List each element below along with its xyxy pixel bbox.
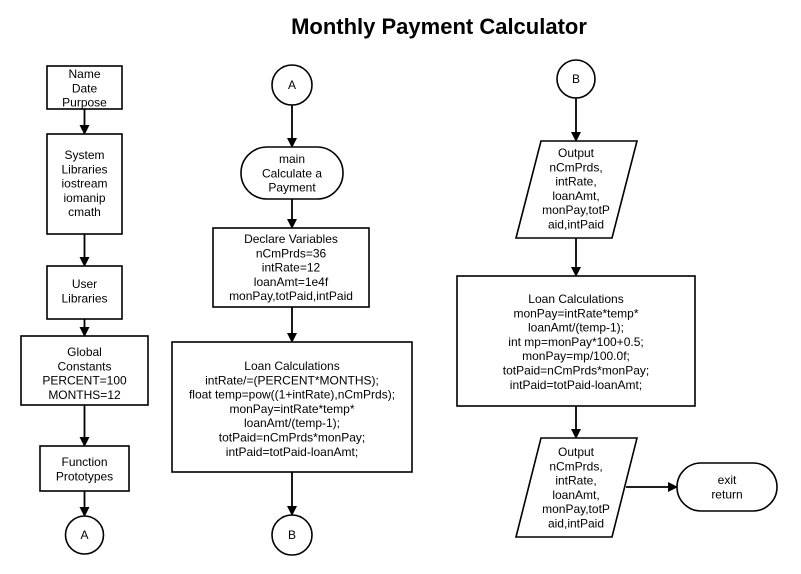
node-label: A <box>288 78 296 92</box>
node-label-line: totPaid=nCmPrds*monPay; <box>219 431 365 445</box>
node-label-line: intRate/=(PERCENT*MONTHS); <box>205 373 379 387</box>
node-label-line: monPay,totP <box>542 502 610 516</box>
node-label-line: Libraries <box>61 162 107 176</box>
node-label-line: iostream <box>61 177 107 191</box>
node-label: A <box>80 528 88 542</box>
node-label-line: int mp=monPay*100+0.5; <box>508 335 643 349</box>
node-label-line: PERCENT=100 <box>42 374 127 388</box>
node-label-line: monPay,totP <box>542 203 610 217</box>
node-label-line: Prototypes <box>56 469 113 483</box>
node-label-line: intRate, <box>555 474 596 488</box>
node-label-line: monPay=intRate*temp* <box>513 306 638 320</box>
node-label-line: loanAmt, <box>552 189 599 203</box>
node-label-line: float temp=pow((1+intRate),nCmPrds); <box>189 388 395 402</box>
node-label-line: Name <box>68 67 100 81</box>
node-label-line: iomanip <box>63 191 105 205</box>
connector-a-out: A <box>64 515 105 555</box>
node-label-line: loanAmt, <box>552 488 599 502</box>
node-label-line: cmath <box>68 205 101 219</box>
node-label-line: nCmPrds, <box>549 459 602 473</box>
node-label-line: monPay=intRate*temp* <box>229 402 354 416</box>
node-label-line: Calculate a <box>262 166 322 180</box>
node-label-line: MONTHS=12 <box>48 388 121 402</box>
node-label-line: Payment <box>268 181 316 195</box>
node-label-line: Loan Calculations <box>528 292 623 306</box>
node-label-line: loanAmt/(temp-1); <box>528 321 624 335</box>
node-label-line: monPay=mp/100.0f; <box>522 349 630 363</box>
node-label-line: Declare Variables <box>244 232 338 246</box>
node-label-line: Output <box>558 146 595 160</box>
node-label-line: System <box>64 148 104 162</box>
node-label: B <box>288 528 296 542</box>
node-label-line: intPaid=totPaid-loanAmt; <box>226 445 358 459</box>
connector-b-in: B <box>556 59 596 99</box>
node-label-line: intRate, <box>555 175 596 189</box>
diagram-title: Monthly Payment Calculator <box>291 14 587 39</box>
node-label-line: nCmPrds, <box>549 160 602 174</box>
node-label-line: intPaid=totPaid-loanAmt; <box>510 378 642 392</box>
node-label-line: totPaid=nCmPrds*monPay; <box>503 364 649 378</box>
connector-b-out: B <box>271 514 313 556</box>
node-label-line: return <box>711 487 742 501</box>
node-label-line: Date <box>72 81 98 95</box>
node-label-line: Function <box>61 455 107 469</box>
node-label-line: Loan Calculations <box>244 359 339 373</box>
node-label-line: aid,intPaid <box>548 218 604 232</box>
node-label-line: Purpose <box>62 96 107 110</box>
node-label-line: nCmPrds=36 <box>256 246 327 260</box>
node-label-line: Constants <box>57 359 111 373</box>
node-label-line: User <box>72 277 97 291</box>
node-label-line: Global <box>67 345 102 359</box>
node-label-line: main <box>279 152 305 166</box>
node-label-line: exit <box>718 473 737 487</box>
node-label-line: aid,intPaid <box>548 517 604 531</box>
connector-a-in: A <box>271 64 313 106</box>
node-label-line: loanAmt=1e4f <box>254 275 329 289</box>
node-label-line: Output <box>558 445 595 459</box>
node-label-line: monPay,totPaid,intPaid <box>229 289 353 303</box>
node-label: B <box>572 72 580 86</box>
node-label-line: loanAmt/(temp-1); <box>244 416 340 430</box>
node-label-line: Libraries <box>61 291 107 305</box>
node-label-line: intRate=12 <box>262 261 321 275</box>
